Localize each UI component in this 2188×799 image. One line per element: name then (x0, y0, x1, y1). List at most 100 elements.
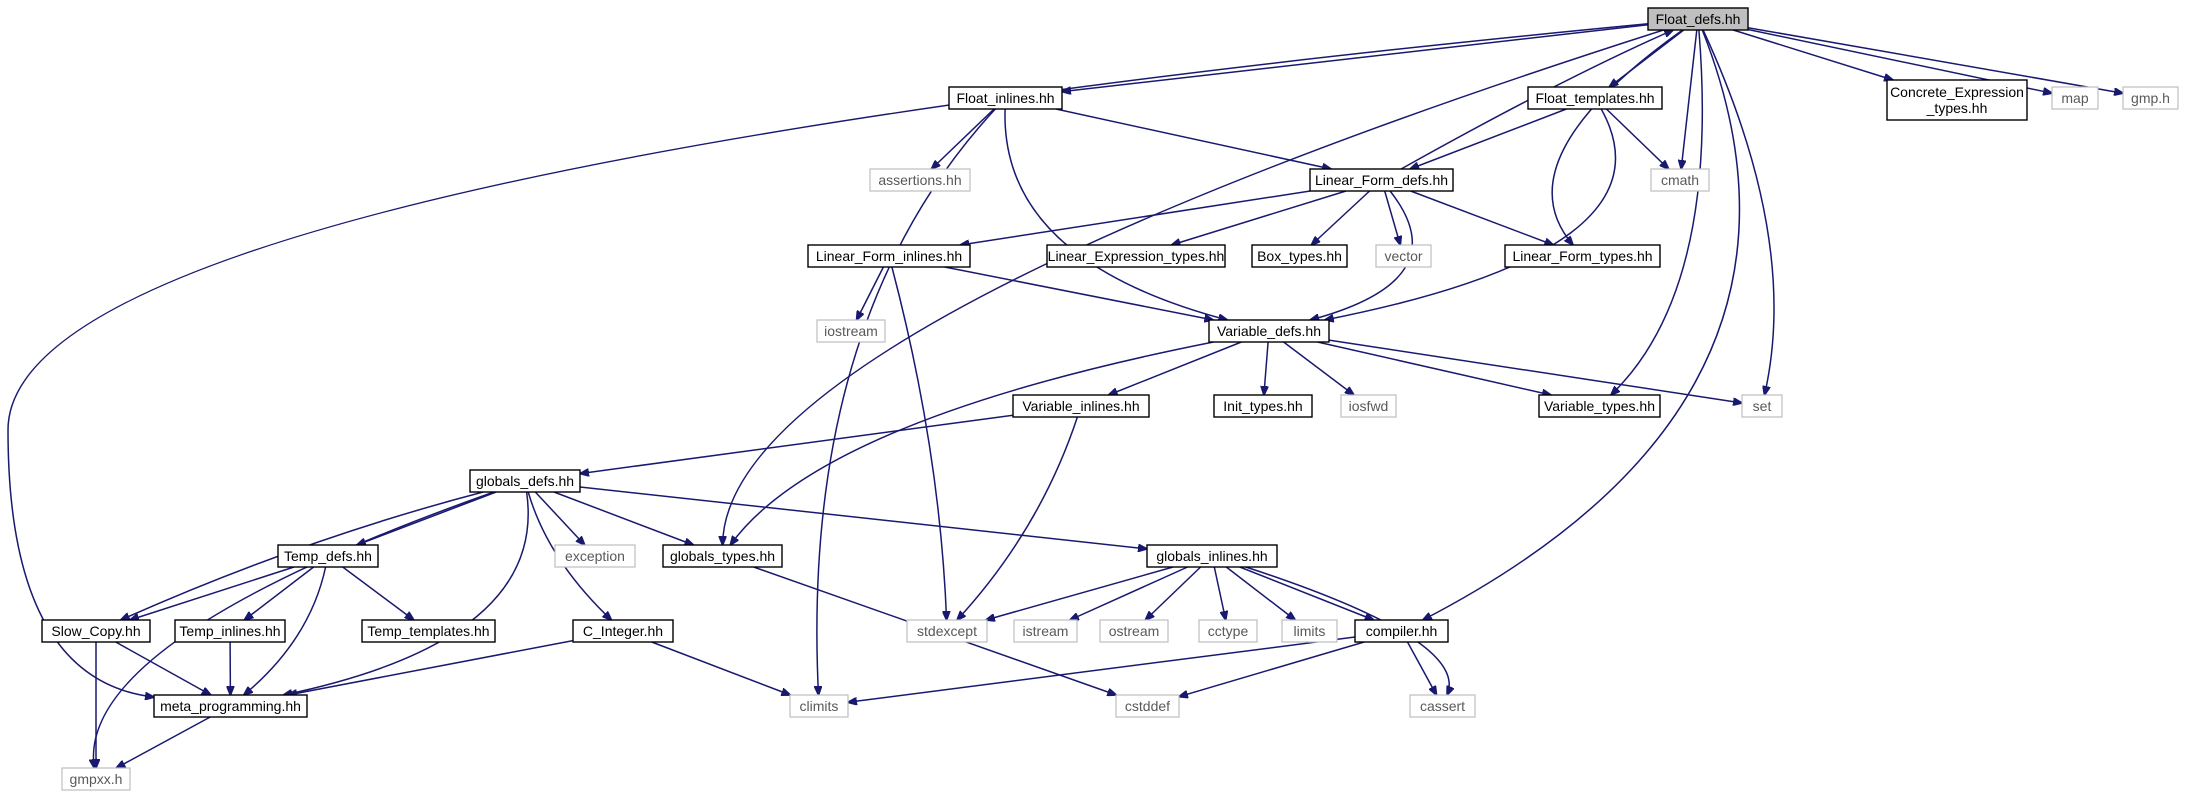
node-cassert: cassert (1409, 694, 1476, 718)
node-variable-inlines[interactable]: Variable_inlines.hh (1012, 394, 1150, 418)
node-label: Temp_templates.hh (367, 623, 489, 639)
node-label: globals_types.hh (670, 548, 775, 564)
edge-float-defs-to-concrete-expr (1732, 29, 1893, 80)
edge-compiler-to-climits (848, 636, 1356, 702)
edge-globals-inlines-to-limits (1225, 566, 1295, 620)
node-box (1527, 86, 1663, 110)
node-label: Linear_Form_defs.hh (1315, 172, 1448, 188)
edge-globals-defs-to-globals-inlines (579, 486, 1147, 549)
edge-float-defs-to-float-inlines (1062, 23, 1649, 92)
node-linear-expression-types[interactable]: Linear_Expression_types.hh (1046, 244, 1226, 268)
edge-temp-defs-to-meta-programming (244, 566, 327, 695)
edge-linear-form-inlines-to-stdexcept (891, 266, 947, 620)
node-stdexcept: stdexcept (906, 619, 988, 643)
node-box (61, 767, 131, 791)
node-box (1741, 394, 1783, 418)
node-label: Variable_defs.hh (1217, 323, 1321, 339)
node-cstddef: cstddef (1115, 694, 1180, 718)
node-box (1213, 394, 1313, 418)
node-linear-form-types[interactable]: Linear_Form_types.hh (1504, 244, 1661, 268)
node-globals-inlines[interactable]: globals_inlines.hh (1146, 544, 1278, 568)
node-temp-inlines[interactable]: Temp_inlines.hh (174, 619, 286, 643)
node-vector: vector (1375, 244, 1432, 268)
node-label: Temp_defs.hh (284, 548, 372, 564)
node-gmp-h: gmp.h (2122, 86, 2179, 110)
node-concrete-expr[interactable]: Concrete_Expression_types.hh (1886, 79, 2028, 121)
edge-slow-copy-to-meta-programming (115, 641, 211, 695)
node-label: set (1753, 398, 1772, 414)
node-label: cassert (1420, 698, 1465, 714)
node-box (554, 544, 636, 568)
node-box-types[interactable]: Box_types.hh (1251, 244, 1348, 268)
node-c-integer[interactable]: C_Integer.hh (572, 619, 674, 643)
node-compiler[interactable]: compiler.hh (1354, 619, 1449, 643)
node-box (469, 469, 581, 493)
edge-linear-form-defs-to-linear-form-types (1410, 190, 1554, 245)
node-label: Linear_Expression_types.hh (1048, 248, 1225, 264)
node-box (1281, 619, 1338, 643)
node-slow-copy[interactable]: Slow_Copy.hh (41, 619, 151, 643)
node-linear-form-defs[interactable]: Linear_Form_defs.hh (1309, 168, 1454, 192)
node-float-templates[interactable]: Float_templates.hh (1527, 86, 1663, 110)
node-box (1251, 244, 1348, 268)
edge-linear-form-defs-to-box-types (1311, 190, 1371, 245)
edge-linear-form-defs-to-linear-expression-types (1172, 190, 1347, 245)
node-box (1309, 168, 1454, 192)
node-iostream: iostream (816, 319, 886, 343)
node-label: exception (565, 548, 625, 564)
node-label: gmp.h (2131, 90, 2170, 106)
node-label: cstddef (1125, 698, 1170, 714)
node-label: istream (1023, 623, 1069, 639)
node-box (1354, 619, 1449, 643)
node-climits: climits (789, 694, 849, 718)
edge-float-templates-to-variable-defs (1325, 108, 1617, 320)
node-label: ostream (1109, 623, 1160, 639)
node-label: vector (1384, 248, 1422, 264)
node-gmpxx: gmpxx.h (61, 767, 131, 791)
edge-temp-defs-to-temp-templates (342, 566, 414, 620)
edge-float-defs-to-gmp-h (1747, 26, 2123, 94)
node-init-types[interactable]: Init_types.hh (1213, 394, 1313, 418)
edge-c-integer-to-meta-programming (288, 639, 574, 695)
edge-linear-form-inlines-to-iostream (857, 266, 885, 320)
node-box (906, 619, 988, 643)
edge-globals-defs-to-exception (534, 491, 584, 545)
edge-float-defs-to-globals-types (723, 29, 1664, 545)
node-label: stdexcept (917, 623, 977, 639)
node-meta-programming[interactable]: meta_programming.hh (153, 694, 308, 718)
edge-float-templates-to-linear-form-defs (1410, 108, 1567, 169)
node-label: map (2061, 90, 2088, 106)
edge-c-integer-to-climits (651, 641, 791, 695)
node-linear-form-inlines[interactable]: Linear_Form_inlines.hh (807, 244, 971, 268)
edge-globals-inlines-to-compiler (1239, 566, 1374, 620)
node-float-defs[interactable]: Float_defs.hh (1647, 7, 1749, 31)
node-label: Concrete_Expression (1890, 84, 2024, 100)
node-box (1046, 244, 1226, 268)
node-globals-types[interactable]: globals_types.hh (662, 544, 783, 568)
node-box (2122, 86, 2179, 110)
node-label: Slow_Copy.hh (51, 623, 140, 639)
node-box (1115, 694, 1180, 718)
node-variable-types[interactable]: Variable_types.hh (1538, 394, 1661, 418)
edge-float-inlines-to-variable-defs (1004, 108, 1227, 320)
node-box (572, 619, 674, 643)
edge-float-defs-to-variable-types (1611, 29, 1704, 395)
node-label: cctype (1208, 623, 1249, 639)
node-float-inlines[interactable]: Float_inlines.hh (948, 86, 1063, 110)
edge-temp-defs-to-slow-copy (130, 566, 295, 620)
node-label: Linear_Form_inlines.hh (816, 248, 962, 264)
node-label: iostream (824, 323, 878, 339)
node-variable-defs[interactable]: Variable_defs.hh (1208, 319, 1330, 343)
node-temp-templates[interactable]: Temp_templates.hh (361, 619, 496, 643)
node-istream: istream (1013, 619, 1078, 643)
node-box (789, 694, 849, 718)
node-label: Float_templates.hh (1535, 90, 1654, 106)
edge-linear-form-defs-to-linear-form-inlines (960, 190, 1311, 245)
node-box (1647, 7, 1749, 31)
node-label: Box_types.hh (1257, 248, 1342, 264)
node-box (1208, 319, 1330, 343)
node-temp-defs[interactable]: Temp_defs.hh (277, 544, 379, 568)
node-globals-defs[interactable]: globals_defs.hh (469, 469, 581, 493)
